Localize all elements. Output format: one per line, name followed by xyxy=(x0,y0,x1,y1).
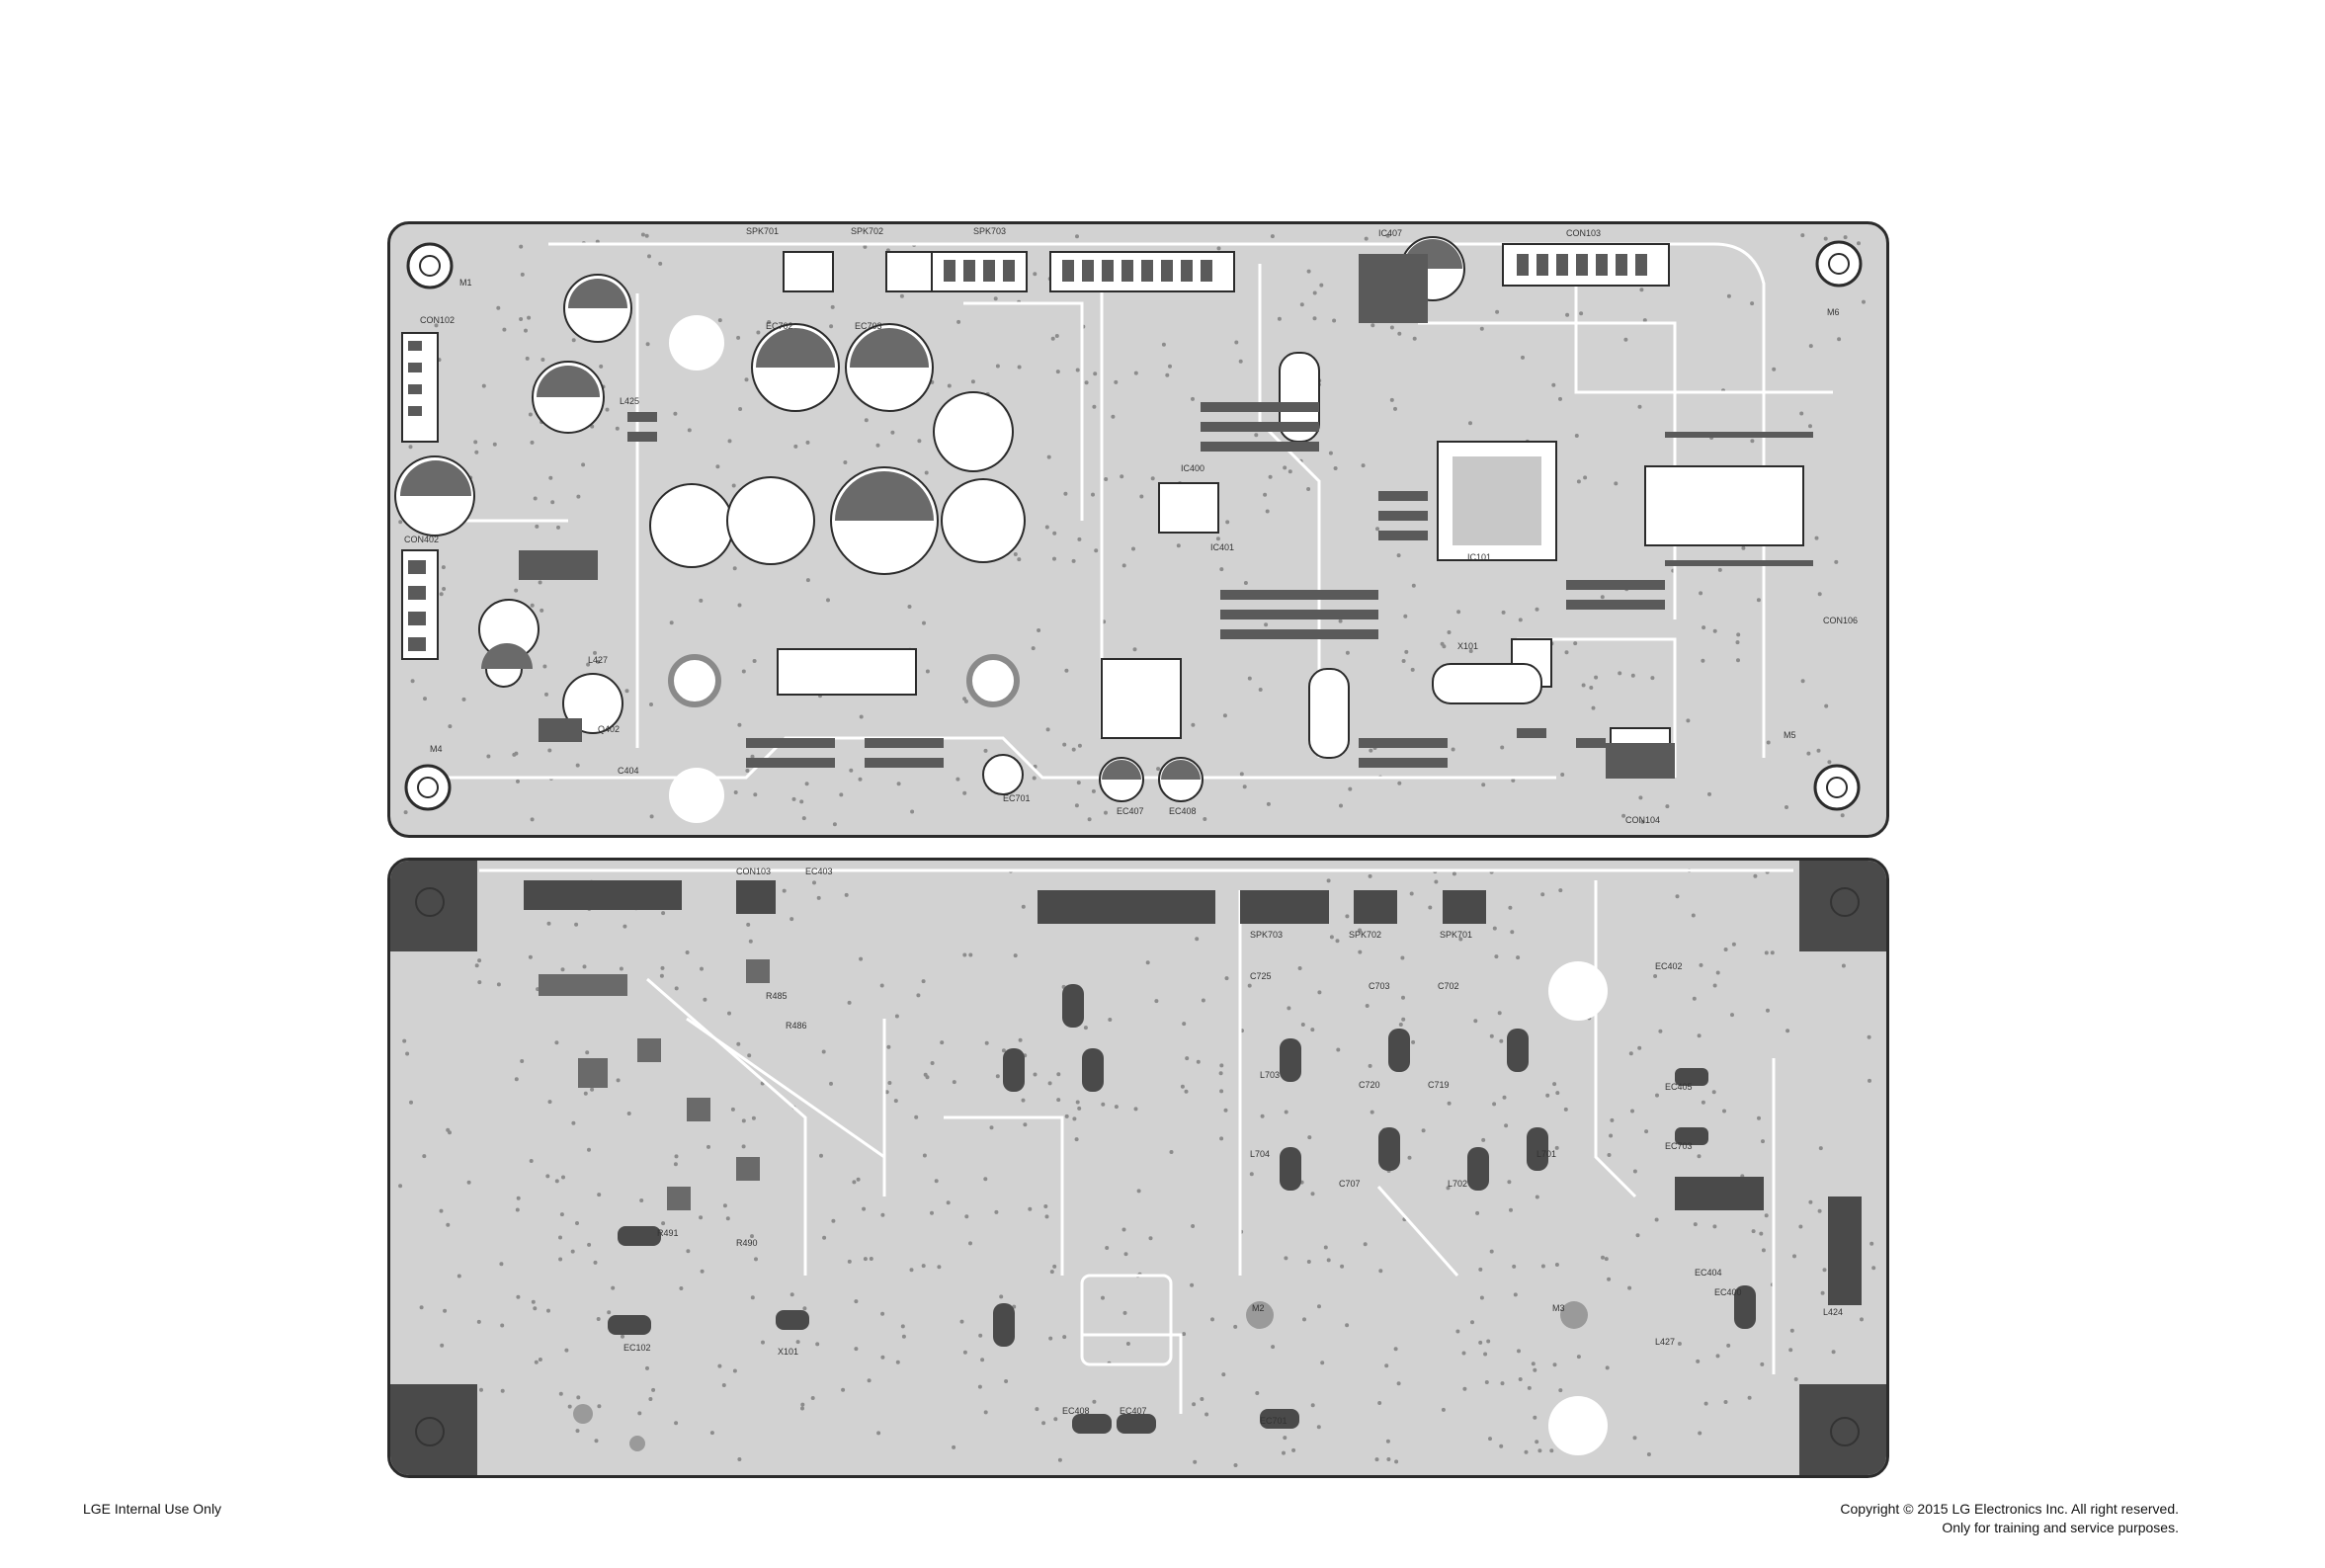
bottom-label-l702: L702 xyxy=(1448,1179,1467,1189)
bottom-label-ec405: EC405 xyxy=(1665,1082,1693,1092)
top-label-x101: X101 xyxy=(1457,641,1478,651)
bottom-label-r485: R485 xyxy=(766,991,788,1001)
top-ics xyxy=(777,254,1804,779)
top-label-spk701: SPK701 xyxy=(746,226,779,236)
top-smd-pads xyxy=(519,402,1813,768)
top-label-con402: CON402 xyxy=(404,535,439,544)
top-label-ic401: IC401 xyxy=(1210,542,1234,552)
top-label-q402: Q402 xyxy=(598,724,620,734)
pcb-top-drawing: M1CON102CON402M4SPK701SPK702SPK703IC407C… xyxy=(394,226,1866,827)
bottom-label-c720: C720 xyxy=(1359,1080,1380,1090)
bottom-label-l704: L704 xyxy=(1250,1149,1270,1159)
bottom-label-l703: L703 xyxy=(1260,1070,1280,1080)
top-label-ec407: EC407 xyxy=(1117,806,1144,816)
top-label-spk702: SPK702 xyxy=(851,226,883,236)
bottom-label-ec403: EC403 xyxy=(805,867,833,876)
bottom-label-ec400: EC400 xyxy=(1714,1287,1742,1297)
bottom-label-l427: L427 xyxy=(1655,1337,1675,1347)
bottom-test-points xyxy=(573,1301,1588,1451)
top-label-ic400: IC400 xyxy=(1181,463,1204,473)
bottom-label-con103: CON103 xyxy=(736,867,771,876)
top-label-ec703: EC703 xyxy=(855,321,882,331)
bottom-holes xyxy=(1548,961,1608,1455)
bottom-label-c702: C702 xyxy=(1438,981,1459,991)
bottom-label-c707: C707 xyxy=(1339,1179,1361,1189)
connector-pins xyxy=(408,254,1647,651)
top-label-l427: L427 xyxy=(588,655,608,665)
bottom-label-ec703: EC703 xyxy=(1665,1141,1693,1151)
bottom-label-ec408: EC408 xyxy=(1062,1406,1090,1416)
capacitor-hatching xyxy=(400,239,1462,780)
top-label-ec702: EC702 xyxy=(766,321,793,331)
top-label-spk703: SPK703 xyxy=(973,226,1006,236)
bottom-label-c719: C719 xyxy=(1428,1080,1450,1090)
bottom-label-ec402: EC402 xyxy=(1655,961,1683,971)
purpose-line: Only for training and service purposes. xyxy=(1942,1520,2179,1535)
bottom-label-c703: C703 xyxy=(1369,981,1390,991)
bottom-label-ec404: EC404 xyxy=(1695,1268,1722,1278)
top-label-m4: M4 xyxy=(430,744,443,754)
bottom-label-spk702: SPK702 xyxy=(1349,930,1381,940)
bottom-label-m2: M2 xyxy=(1252,1303,1265,1313)
bottom-label-ec701: EC701 xyxy=(1260,1416,1287,1426)
bottom-label-spk703: SPK703 xyxy=(1250,930,1283,940)
bottom-connectors xyxy=(524,880,1862,1305)
top-label-con102: CON102 xyxy=(420,315,455,325)
copyright-line: Copyright © 2015 LG Electronics Inc. All… xyxy=(1840,1501,2179,1517)
top-label-l425: L425 xyxy=(620,396,639,406)
bottom-smd-cluster xyxy=(539,959,770,1210)
via-dots xyxy=(398,868,1876,1467)
top-label-ic101: IC101 xyxy=(1467,552,1491,562)
top-label-con106: CON106 xyxy=(1823,616,1858,625)
bottom-label-r491: R491 xyxy=(657,1228,679,1238)
top-label-con103: CON103 xyxy=(1566,228,1601,238)
bottom-label-x101: X101 xyxy=(778,1347,798,1357)
top-label-c404: C404 xyxy=(618,766,639,776)
bottom-components xyxy=(608,984,1756,1434)
copyright-notice: Copyright © 2015 LG Electronics Inc. All… xyxy=(1840,1500,2179,1537)
top-label-ec701: EC701 xyxy=(1003,793,1031,803)
bottom-label-ec407: EC407 xyxy=(1120,1406,1147,1416)
bottom-module-outline xyxy=(1080,1274,1173,1366)
top-label-m6: M6 xyxy=(1827,307,1840,317)
top-label-ic407: IC407 xyxy=(1378,228,1402,238)
internal-use-notice: LGE Internal Use Only xyxy=(83,1501,222,1517)
top-label-m5: M5 xyxy=(1784,730,1796,740)
top-label-con104: CON104 xyxy=(1625,815,1660,825)
bottom-label-ec102: EC102 xyxy=(623,1343,651,1353)
bottom-corner-pads xyxy=(390,861,1886,1475)
bottom-label-r486: R486 xyxy=(786,1021,807,1031)
bottom-label-l424: L424 xyxy=(1823,1307,1843,1317)
bottom-traces xyxy=(479,868,1793,1414)
top-label-ec408: EC408 xyxy=(1169,806,1197,816)
bottom-label-spk701: SPK701 xyxy=(1440,930,1472,940)
top-label-m1: M1 xyxy=(459,278,472,288)
bottom-label-l701: L701 xyxy=(1536,1149,1556,1159)
bottom-corner-holes xyxy=(415,887,1860,1446)
bottom-label-m3: M3 xyxy=(1552,1303,1565,1313)
top-mounting-holes xyxy=(404,240,1863,823)
bottom-label-r490: R490 xyxy=(736,1238,758,1248)
bottom-label-c725: C725 xyxy=(1250,971,1272,981)
